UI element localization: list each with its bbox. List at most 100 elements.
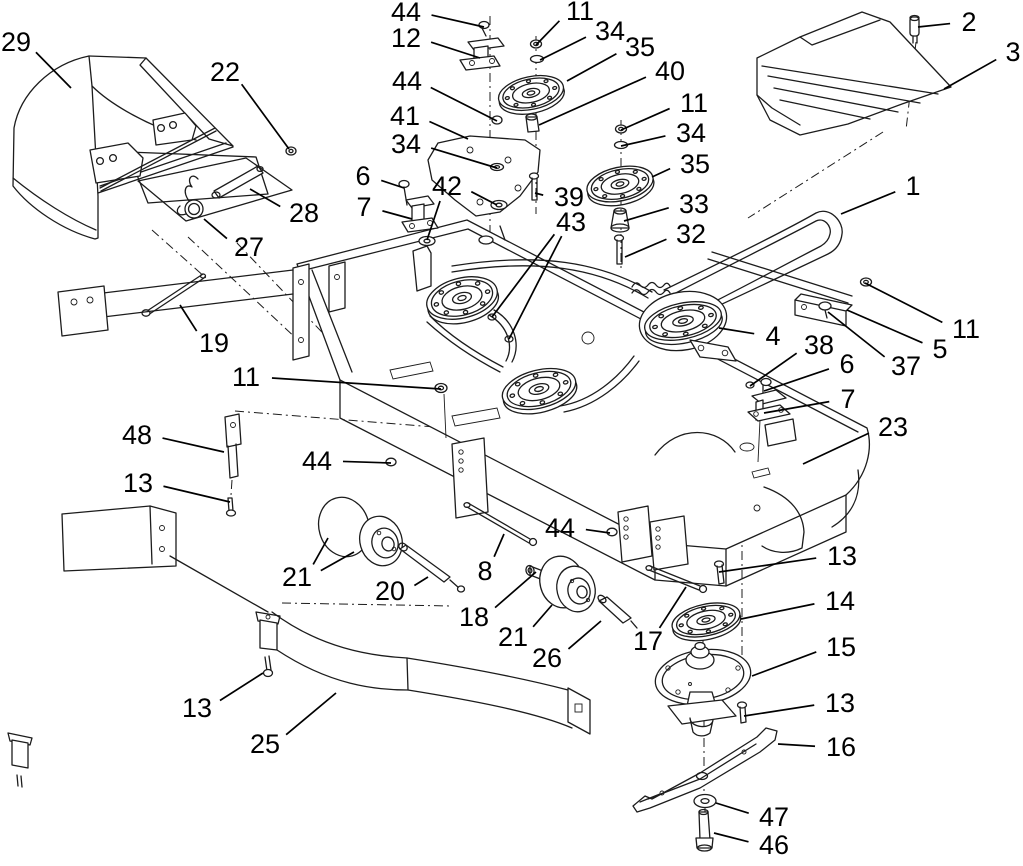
- leader-line-37-36: [827, 311, 886, 358]
- callout-23-37: 23: [878, 412, 908, 442]
- callout-47-43: 47: [759, 802, 789, 832]
- mower-deck: [57, 219, 873, 587]
- leader-line-39-20: [534, 192, 544, 196]
- roller-shaft-26: [597, 594, 638, 629]
- leader-line-44-8: [431, 14, 485, 28]
- callout-32-26: 32: [676, 219, 706, 249]
- pin-37: [818, 301, 832, 311]
- callout-39-20: 39: [554, 182, 584, 212]
- leader-line-22-1: [240, 83, 290, 150]
- callout-26-51: 26: [532, 643, 562, 673]
- leader-line-21-50: [532, 604, 553, 628]
- leader-line-25-55: [285, 692, 337, 736]
- callout-21-50: 21: [498, 622, 528, 652]
- leader-line-7-33: [763, 400, 830, 414]
- leader-line-41-15: [429, 120, 469, 140]
- chute-rod: [211, 165, 264, 199]
- deck-belt: [426, 259, 653, 413]
- leader-line-26-51: [567, 620, 602, 650]
- tension-spring: [631, 281, 671, 296]
- callout-43-21: 43: [556, 207, 586, 237]
- leader-line-33-25: [623, 206, 669, 222]
- callout-21-46: 21: [282, 562, 312, 592]
- callout-48-6: 48: [122, 420, 152, 450]
- leader-line-6-17: [380, 179, 405, 189]
- callout-41-15: 41: [390, 101, 420, 131]
- chute-spring: [176, 175, 204, 219]
- leader-line-2-27: [917, 22, 951, 28]
- callout-34-16: 34: [391, 129, 421, 159]
- callout-11-10: 11: [566, 0, 594, 26]
- callout-7-33: 7: [840, 384, 855, 414]
- leader-line-21-46: [320, 551, 355, 572]
- front-skirt-plate: [61, 505, 269, 613]
- rod-8: [463, 501, 538, 547]
- leader-line-21-46: [312, 537, 329, 565]
- leader-line-19-4: [179, 304, 198, 332]
- leader-line-35-12: [566, 53, 617, 82]
- rod-17: [645, 564, 708, 594]
- leader-line-18-49: [494, 571, 537, 609]
- callout-40-13: 40: [655, 56, 685, 86]
- callout-1-29: 1: [905, 171, 920, 201]
- leader-line-23-37: [802, 432, 870, 465]
- callout-33-25: 33: [679, 189, 709, 219]
- belt-cover: [756, 11, 952, 136]
- skirt-strip-48: [224, 413, 242, 517]
- leader-line-13-41: [743, 704, 815, 717]
- callout-4-30: 4: [765, 321, 780, 351]
- leader-line-43-21: [491, 233, 556, 318]
- callout-28-2: 28: [289, 198, 319, 228]
- callout-44-14: 44: [392, 66, 422, 96]
- callout-6-17: 6: [355, 161, 370, 191]
- roller-21-right: [539, 555, 596, 613]
- leader-line-42-19: [426, 200, 441, 241]
- leader-line-44-52: [585, 528, 611, 534]
- callout-13-7: 13: [123, 468, 153, 498]
- leader-line-42-19: [470, 190, 498, 206]
- leader-line-3-28: [943, 58, 997, 90]
- leader-line-27-3: [203, 218, 228, 240]
- callout-22-1: 22: [210, 57, 240, 87]
- leader-line-6-32: [763, 368, 830, 392]
- leader-line-11-5: [271, 377, 442, 390]
- callout-35-24: 35: [680, 149, 710, 179]
- leader-line-16-42: [777, 743, 816, 748]
- leader-line-46-44: [713, 832, 749, 843]
- leader-line-28-2: [249, 188, 281, 208]
- leader-line-11-34: [864, 282, 943, 324]
- spindle-stack: [632, 596, 778, 852]
- deck-fins: [451, 418, 797, 571]
- leader-line-47-43: [715, 802, 749, 815]
- leader-line-13-7: [163, 485, 231, 503]
- leader-line-44-45: [342, 460, 392, 464]
- leader-line-7-18: [382, 210, 413, 220]
- leader-line-34-16: [430, 147, 498, 169]
- callout-13-54: 13: [182, 693, 212, 723]
- leader-line-48-6: [162, 437, 225, 453]
- discharge-chute: [12, 55, 297, 240]
- callout-2-27: 2: [961, 7, 976, 37]
- leader-line-44-14: [430, 86, 498, 122]
- callout-34-23: 34: [676, 118, 706, 148]
- bolt-13-midright: [713, 560, 725, 585]
- callout-37-36: 37: [891, 351, 921, 381]
- leader-line-13-38: [718, 557, 817, 573]
- leader-line-38-31: [749, 352, 798, 387]
- blade: [632, 727, 778, 813]
- idler-pulley-b: [582, 159, 658, 213]
- idler-assembly-left: [398, 20, 569, 247]
- idler-pulley-a: [494, 69, 569, 121]
- callout-19-4: 19: [199, 328, 229, 358]
- front-baffle: [7, 611, 591, 788]
- callout-34-11: 34: [595, 16, 625, 46]
- roller-pair-21: [317, 496, 403, 567]
- leader-line-34-11: [539, 36, 587, 61]
- callout-44-52: 44: [545, 513, 575, 543]
- callout-6-32: 6: [839, 349, 854, 379]
- callout-44-8: 44: [391, 0, 421, 27]
- leader-line-15-40: [751, 651, 817, 677]
